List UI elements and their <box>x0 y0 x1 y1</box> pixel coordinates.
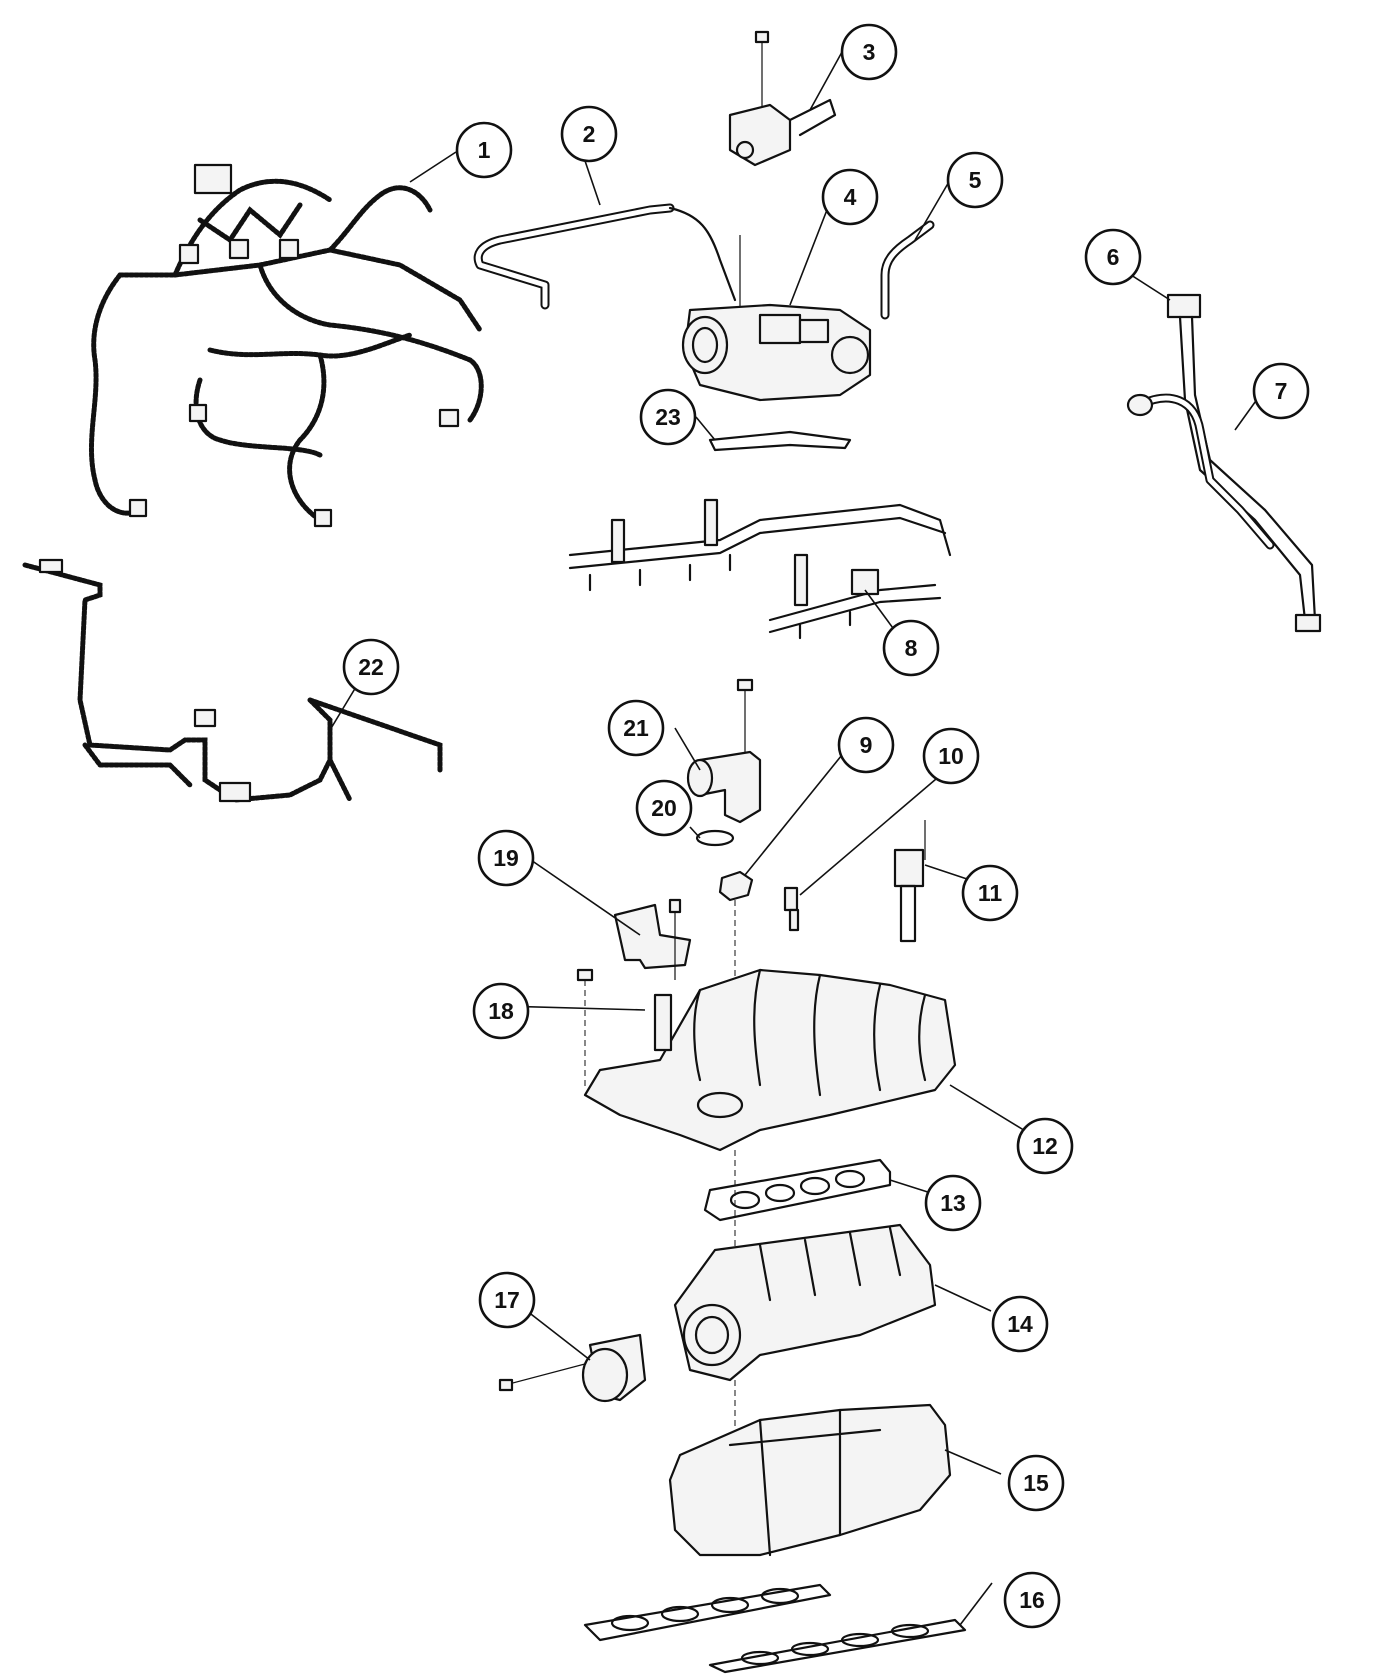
callout-8: 8 <box>882 619 940 677</box>
water-outlet-drawing <box>686 678 762 847</box>
callout-3: 3 <box>840 23 898 81</box>
upper-manifold-drawing <box>576 968 957 1560</box>
throttle-gasket-drawing <box>708 430 852 452</box>
callout-16: 16 <box>1003 1571 1061 1629</box>
small-hose-drawing <box>880 220 935 320</box>
callout-label: 12 <box>1032 1133 1058 1159</box>
callout-label: 22 <box>358 654 384 680</box>
lower-gaskets-drawing <box>583 1583 967 1674</box>
callout-11: 11 <box>961 864 1019 922</box>
callout-19: 19 <box>477 829 535 887</box>
callout-label: 3 <box>863 39 876 65</box>
callout-label: 2 <box>583 121 596 147</box>
callout-label: 11 <box>978 880 1003 906</box>
callout-14: 14 <box>991 1295 1049 1353</box>
vacuum-hose-drawing <box>473 203 737 310</box>
callout-label: 18 <box>488 998 514 1024</box>
lower-manifold-drawing <box>673 1223 937 1382</box>
callout-label: 10 <box>938 743 964 769</box>
fuel-rail-drawing <box>568 498 952 640</box>
callout-17: 17 <box>478 1271 536 1329</box>
callout-label: 14 <box>1007 1311 1033 1337</box>
sensor-bracket-drawing <box>728 30 837 167</box>
callout-label: 5 <box>969 167 982 193</box>
callout-label: 1 <box>478 137 491 163</box>
long-harness-drawing <box>22 558 443 803</box>
callout-label: 13 <box>940 1190 966 1216</box>
callout-label: 16 <box>1019 1587 1045 1613</box>
callout-12: 12 <box>1016 1117 1074 1175</box>
callout-label: 8 <box>905 635 918 661</box>
callout-5: 5 <box>946 151 1004 209</box>
throttle-body-drawing <box>681 235 872 402</box>
callout-9: 9 <box>837 716 895 774</box>
callout-7: 7 <box>1252 362 1310 420</box>
callout-2: 2 <box>560 105 618 163</box>
upper-gasket-drawing <box>703 1158 892 1222</box>
callout-label: 4 <box>844 184 857 210</box>
callout-21: 21 <box>607 699 665 757</box>
callout-10: 10 <box>922 727 980 785</box>
callout-label: 20 <box>651 795 677 821</box>
callout-23: 23 <box>639 388 697 446</box>
top-small-parts-drawing <box>613 820 926 1000</box>
callout-6: 6 <box>1084 228 1142 286</box>
engine-cover-drawing <box>668 1403 952 1557</box>
callout-label: 7 <box>1275 378 1288 404</box>
callout-22: 22 <box>342 638 400 696</box>
wiring-harness-drawing <box>88 163 484 528</box>
leader-lines <box>329 51 1264 1626</box>
callout-label: 17 <box>494 1287 520 1313</box>
callout-1: 1 <box>455 121 513 179</box>
callout-label: 9 <box>860 732 873 758</box>
tube-assembly-drawing <box>1126 293 1322 633</box>
callout-13: 13 <box>924 1174 982 1232</box>
callout-18: 18 <box>472 982 530 1040</box>
callout-label: 15 <box>1023 1470 1049 1496</box>
callout-label: 19 <box>493 845 519 871</box>
callout-label: 6 <box>1107 244 1120 270</box>
callout-20: 20 <box>635 779 693 837</box>
valve-actuator-drawing <box>498 1333 647 1403</box>
callout-label: 21 <box>623 715 649 741</box>
callout-15: 15 <box>1007 1454 1065 1512</box>
callout-label: 23 <box>655 404 681 430</box>
callout-4: 4 <box>821 168 879 226</box>
